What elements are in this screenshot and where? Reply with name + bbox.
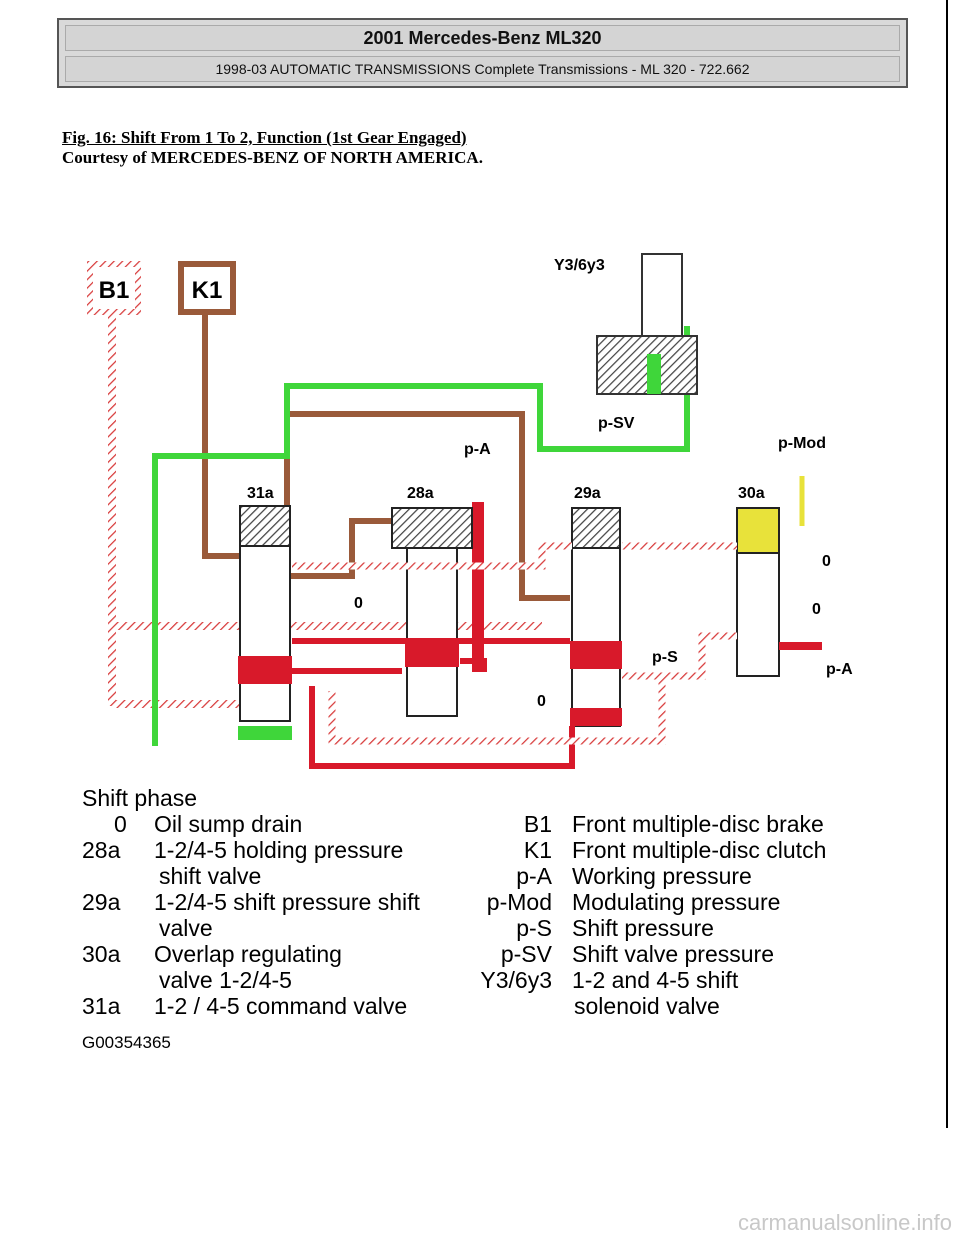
legend-left-text-2: 1-2/4-5 shift pressure shift bbox=[154, 889, 421, 915]
k1-label: K1 bbox=[192, 277, 223, 304]
legend-right-text-1: Front multiple-disc clutch bbox=[572, 837, 826, 863]
document-subtitle: 1998-03 AUTOMATIC TRANSMISSIONS Complete… bbox=[65, 56, 900, 82]
legend-left-code-2: 29a bbox=[82, 889, 121, 915]
legend-left-text-0: Oil sump drain bbox=[154, 811, 302, 837]
solenoid-label: Y3/6y3 bbox=[554, 257, 605, 274]
hatch-line-c bbox=[328, 672, 666, 745]
psv-label: p-SV bbox=[598, 415, 635, 432]
legend-right-code-6: Y3/6y3 bbox=[480, 967, 552, 993]
solenoid-plunger bbox=[647, 354, 661, 394]
legend-right-text-0: Front multiple-disc brake bbox=[572, 811, 824, 837]
zero-30a-upper: 0 bbox=[822, 553, 831, 570]
red-line-c bbox=[309, 686, 575, 769]
legend-right-code-1: K1 bbox=[524, 837, 552, 863]
zero-28a: 0 bbox=[354, 595, 363, 612]
valve-29a-spring bbox=[571, 507, 621, 549]
b1-label: B1 bbox=[99, 277, 130, 304]
legend-left-text2-3: valve 1-2/4-5 bbox=[159, 967, 292, 993]
valve-29a-red bbox=[570, 641, 622, 669]
brown-line-28a bbox=[287, 518, 392, 579]
legend-right-text2-6: solenoid valve bbox=[574, 993, 720, 1019]
legend-left-code-1: 28a bbox=[82, 837, 121, 863]
legend-left-text2-2: valve bbox=[159, 915, 213, 941]
legend-right-code-5: p-SV bbox=[501, 941, 553, 967]
legend-left-text-1: 1-2/4-5 holding pressure bbox=[154, 837, 403, 863]
pa-right-label: p-A bbox=[826, 661, 853, 678]
ps-label: p-S bbox=[652, 649, 678, 666]
valve-29a-red-bottom bbox=[570, 708, 622, 726]
valve-31a-green bbox=[238, 726, 292, 740]
legend-left-code-0: 0 bbox=[114, 811, 127, 837]
legend: Shift phase 0 Oil sump drain 28a 1-2/4-5… bbox=[82, 785, 826, 1052]
legend-left-text-4: 1-2 / 4-5 command valve bbox=[154, 993, 407, 1019]
zero-30a-lower: 0 bbox=[812, 601, 821, 618]
legend-heading: Shift phase bbox=[82, 785, 197, 811]
valve-30a-label: 30a bbox=[738, 485, 765, 502]
valve-29a-label: 29a bbox=[574, 485, 601, 502]
valve-28a-spring bbox=[391, 507, 473, 549]
pmod-label: p-Mod bbox=[778, 435, 826, 452]
pa-supply bbox=[472, 502, 484, 672]
legend-right-code-2: p-A bbox=[516, 863, 552, 889]
hatch-line-a bbox=[292, 542, 572, 570]
watermark: carmanualsonline.info bbox=[737, 1210, 952, 1235]
hatch-line-d bbox=[657, 632, 737, 680]
valve-28a-label: 28a bbox=[407, 485, 434, 502]
valve-31a-label: 31a bbox=[247, 485, 274, 502]
pa-top-label: p-A bbox=[464, 441, 491, 458]
legend-left-text-3: Overlap regulating bbox=[154, 941, 342, 967]
zero-29a: 0 bbox=[537, 693, 546, 710]
green-line bbox=[152, 326, 690, 746]
legend-right-code-4: p-S bbox=[516, 915, 552, 941]
legend-left-text2-1: shift valve bbox=[159, 863, 261, 889]
valve-30a-yellow bbox=[736, 507, 780, 554]
k1-box bbox=[178, 261, 236, 315]
valve-31a-red bbox=[238, 656, 292, 684]
legend-right-text-2: Working pressure bbox=[572, 863, 752, 889]
document-title: 2001 Mercedes-Benz ML320 bbox=[65, 25, 900, 51]
hydraulic-diagram: B1 K1 Y3/6y3 p-SV p-A 31a 28a 0 29a 0 p-… bbox=[82, 253, 853, 1052]
legend-left-code-4: 31a bbox=[82, 993, 121, 1019]
legend-left-code-3: 30a bbox=[82, 941, 121, 967]
legend-right-text-5: Shift valve pressure bbox=[572, 941, 774, 967]
page-frame bbox=[946, 0, 948, 1128]
solenoid-body bbox=[641, 253, 683, 345]
legend-image-id: G00354365 bbox=[82, 1033, 171, 1052]
figure-credit: Courtesy of MERCEDES-BENZ OF NORTH AMERI… bbox=[62, 148, 483, 167]
b1-box bbox=[87, 261, 141, 315]
document-header: 2001 Mercedes-Benz ML320 1998-03 AUTOMAT… bbox=[57, 18, 908, 88]
valve-31a-spring bbox=[239, 505, 291, 547]
legend-right-code-3: p-Mod bbox=[487, 889, 552, 915]
red-line-d bbox=[460, 658, 487, 672]
figure-title: Fig. 16: Shift From 1 To 2, Function (1s… bbox=[62, 128, 467, 147]
legend-right-text-4: Shift pressure bbox=[572, 915, 714, 941]
legend-right-text-6: 1-2 and 4-5 shift bbox=[572, 967, 739, 993]
legend-right-text-3: Modulating pressure bbox=[572, 889, 780, 915]
k1-line bbox=[202, 314, 240, 559]
valve-28a-red bbox=[405, 641, 459, 667]
legend-right-code-0: B1 bbox=[524, 811, 552, 837]
